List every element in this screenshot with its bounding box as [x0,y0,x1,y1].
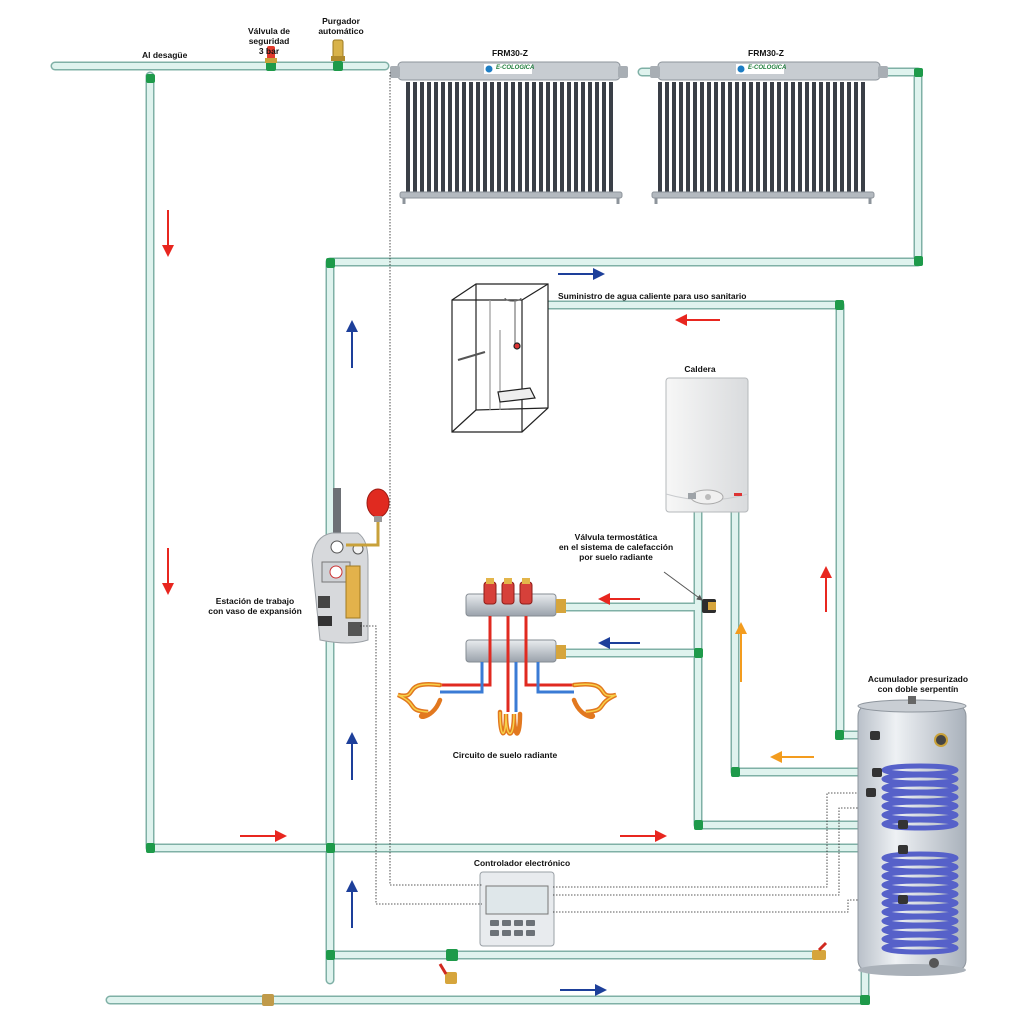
collector-2-label: FRM30-Z [748,48,784,58]
collector-2-logo: E-COLOGICA [748,65,787,71]
coil-turn [881,941,959,955]
expansion-vessel [346,488,390,547]
drain-label: Al desagüe [142,50,188,60]
solar-collector-2 [650,61,888,204]
station-label: Estación de trabajo con vaso de expansió… [200,596,310,616]
air-purger-icon [331,39,345,61]
thermo-valve-label-line2: en el sistema de calefacción [558,542,674,552]
safety-valve-label-line2: seguridad [248,36,290,46]
safety-valve-icon [265,46,277,63]
dhw-supply-label: Suministro de agua caliente para uso san… [558,291,747,301]
thermo-valve-label-line3: por suelo radiante [579,552,653,562]
pump-station [311,488,369,644]
station-label-line2: con vaso de expansión [208,606,302,616]
collector-1-logo: E-COLOGICA [496,65,535,71]
boiler-label: Caldera [684,364,716,374]
thermo-valve-label: Válvula termostática en el sistema de ca… [556,532,676,562]
electronic-controller [479,871,555,947]
ball-valve-icon [812,941,828,960]
floor-circuit-label: Circuito de suelo radiante [452,750,558,760]
purger-label: Purgador automático [310,16,372,36]
tank-label: Acumulador presurizado con doble serpent… [858,674,978,694]
thermo-valve-pointer [663,571,703,601]
thermo-valve-label-line1: Válvula termostática [574,532,658,542]
tank-label-line2: con doble serpentín [877,684,959,694]
floor-manifold [397,578,617,736]
safety-valve-label: Válvula de seguridad 3 bar [240,26,298,56]
safety-valve-label-line3: 3 bar [258,46,280,56]
controller-label: Controlador electrónico [473,858,571,868]
purger-label-line2: automático [318,26,364,36]
collector-1-label: FRM30-Z [492,48,528,58]
solar-collector-1 [390,61,628,204]
shower-cabin [451,283,549,433]
drain-valve-icon [438,963,457,984]
station-label-line1: Estación de trabajo [215,596,295,606]
coil-turn [881,817,959,831]
purger-label-line1: Purgador [322,16,360,26]
flow-arrows [162,210,832,996]
tank-label-line1: Acumulador presurizado [867,674,969,684]
inlet-valve-icon [262,994,274,1006]
thermostatic-valve-icon [702,599,716,613]
safety-valve-label-line1: Válvula de [247,26,291,36]
storage-tank [857,696,967,976]
boiler [665,377,749,513]
